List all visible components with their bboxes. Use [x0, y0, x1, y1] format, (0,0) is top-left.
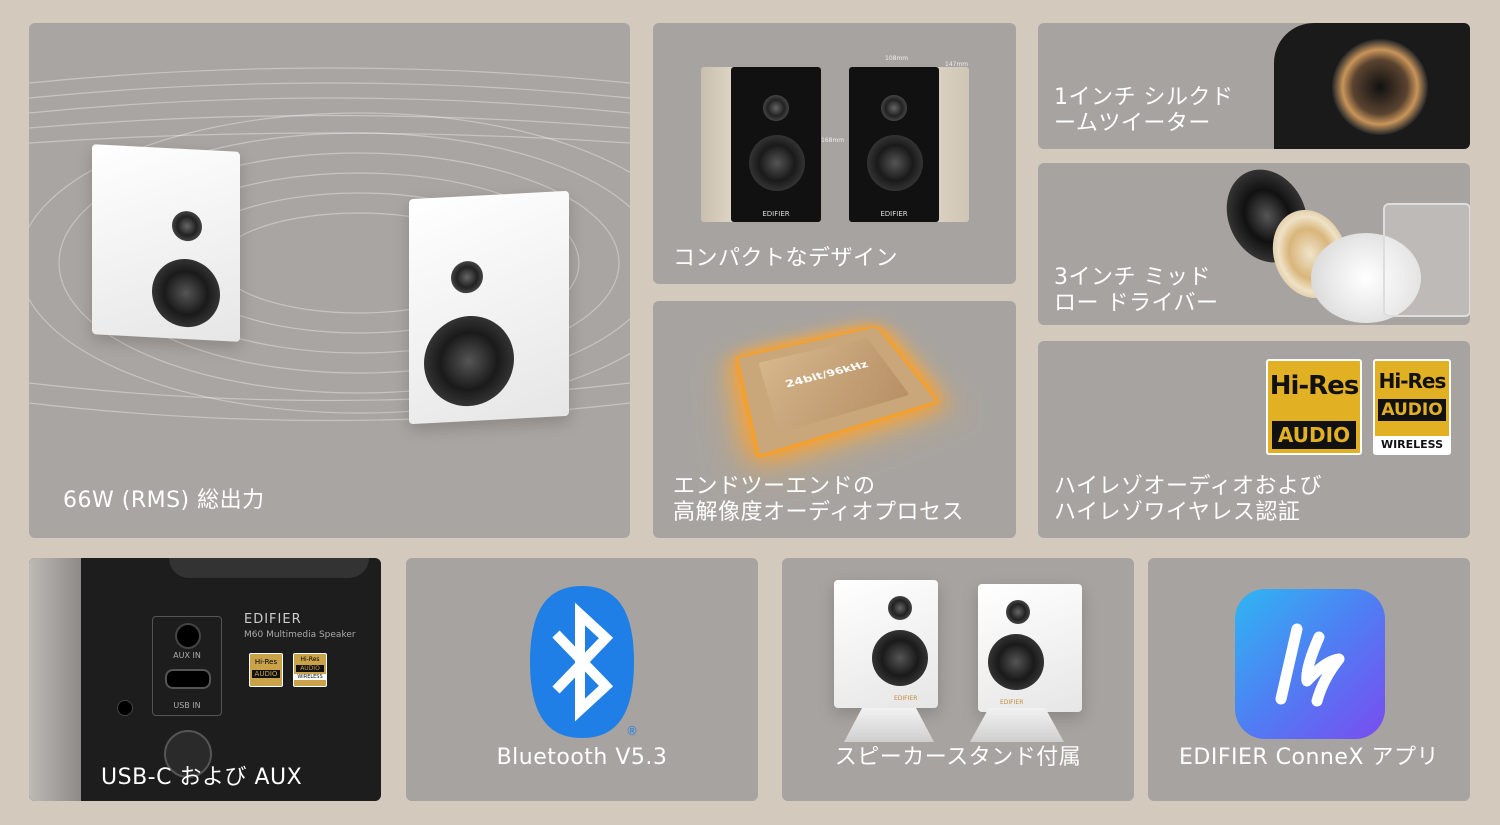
port-panel: AUX IN USB IN [152, 616, 222, 716]
dimension-depth: 147mm [945, 61, 968, 68]
hires-caption: ハイレゾオーディオおよび ハイレゾワイヤレス認証 [1054, 474, 1322, 526]
tweeter-image [1274, 23, 1470, 149]
hires-wireless-badge: Hi-Res AUDIO WIRELESS [1373, 359, 1451, 455]
ports-model: M60 Multimedia Speaker [244, 630, 356, 640]
stand-caption: スピーカースタンド付属 [782, 745, 1134, 771]
tile-tweeter: 1インチ シルクド ームツイーター [1038, 23, 1470, 149]
screw-icon [117, 700, 133, 716]
tweeter-caption-line1: 1インチ シルクド [1054, 85, 1234, 111]
chip-image: 24bit/96kHz [735, 325, 940, 459]
processing-caption: エンドツーエンドの 高解像度オーディオプロセス [673, 474, 964, 526]
stand-brand-right: EDIFIER [1000, 699, 1023, 706]
compact-brand-right: EDIFIER [849, 210, 939, 218]
tile-speaker-stand: EDIFIER EDIFIER スピーカースタンド付属 [782, 558, 1134, 801]
exploded-driver-image [1213, 163, 1470, 325]
ports-hires-wireless-badge: Hi-Res AUDIO WIRELESS [293, 653, 327, 687]
compact-brand-left: EDIFIER [731, 210, 821, 218]
bluetooth-icon [522, 582, 642, 742]
usb-aux-caption: USB-C および AUX [101, 765, 302, 791]
tile-usb-aux: AUX IN USB IN EDIFIER M60 Multimedia Spe… [29, 558, 381, 801]
wood-speaker-left-image: EDIFIER [701, 67, 821, 222]
registered-mark: ® [626, 724, 638, 738]
midrange-caption: 3インチ ミッド ロー ドライバー [1054, 265, 1219, 317]
midrange-caption-line2: ロー ドライバー [1054, 291, 1219, 317]
processing-caption-line1: エンドツーエンドの [673, 474, 964, 500]
hires-badge2-bottom: WIRELESS [1375, 436, 1449, 453]
dimension-width: 108mm [885, 55, 908, 62]
total-output-caption: 66W (RMS) 総出力 [63, 488, 265, 514]
aux-in-label: AUX IN [153, 651, 221, 660]
wood-speaker-right-image: EDIFIER [849, 67, 969, 222]
ports-badge1-top: Hi-Res [250, 658, 282, 666]
tile-connex-app: EDIFIER ConneX アプリ [1148, 558, 1470, 801]
ports-brand: EDIFIER [244, 612, 302, 627]
speaker-right-image [409, 191, 569, 424]
dimension-height: 168mm [821, 137, 844, 144]
compact-design-caption: コンパクトなデザイン [673, 246, 898, 272]
hires-badge1-bottom: AUDIO [1272, 421, 1356, 449]
tile-hires-certification: Hi-Res AUDIO Hi-Res AUDIO WIRELESS ハイレゾオ… [1038, 341, 1470, 538]
hires-caption-line1: ハイレゾオーディオおよび [1054, 474, 1322, 500]
tile-total-output: 66W (RMS) 総出力 [29, 23, 630, 538]
bluetooth-caption: Bluetooth V5.3 [406, 745, 758, 771]
tweeter-caption: 1インチ シルクド ームツイーター [1054, 85, 1234, 137]
hires-badge1-top: Hi-Res [1268, 371, 1360, 401]
aux-port [175, 623, 201, 649]
ports-badge1-bottom: AUDIO [252, 670, 280, 678]
stand-brand-left: EDIFIER [894, 695, 917, 702]
tile-compact-design: EDIFIER EDIFIER 108mm 147mm 168mm コンパクトな… [653, 23, 1016, 284]
tile-midrange-driver: 3インチ ミッド ロー ドライバー [1038, 163, 1470, 325]
ports-badge2-middle: AUDIO [296, 665, 324, 672]
processing-caption-line2: 高解像度オーディオプロセス [673, 500, 964, 526]
speaker-left-image [92, 144, 240, 342]
tile-bluetooth: ® Bluetooth V5.3 [406, 558, 758, 801]
hires-caption-line2: ハイレゾワイヤレス認証 [1054, 500, 1322, 526]
midrange-caption-line1: 3インチ ミッド [1054, 265, 1219, 291]
usb-c-port [165, 669, 211, 689]
usb-in-label: USB IN [153, 701, 221, 710]
connex-app-icon [1235, 589, 1385, 739]
ports-hires-badge: Hi-Res AUDIO [249, 653, 283, 687]
ports-badge2-top: Hi-Res [294, 656, 326, 663]
hires-audio-badge: Hi-Res AUDIO [1266, 359, 1362, 455]
connex-app-caption: EDIFIER ConneX アプリ [1148, 745, 1470, 771]
tweeter-caption-line2: ームツイーター [1054, 111, 1234, 137]
hires-badge2-middle: AUDIO [1378, 399, 1446, 421]
ports-badge2-bottom: WIRELESS [294, 674, 326, 680]
tile-audio-processing: 24bit/96kHz エンドツーエンドの 高解像度オーディオプロセス [653, 301, 1016, 538]
hires-badge2-top: Hi-Res [1375, 369, 1449, 393]
